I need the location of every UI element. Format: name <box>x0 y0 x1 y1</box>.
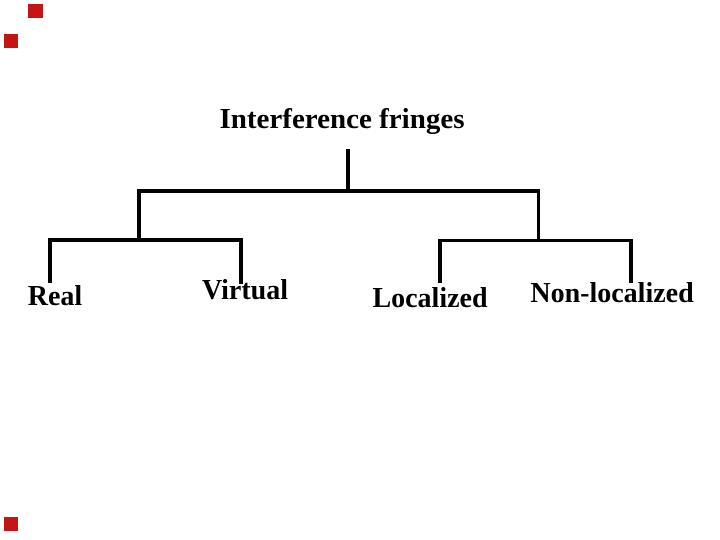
node-label-real: Real <box>27 281 83 312</box>
corner-decoration-square-top-upper <box>28 4 43 18</box>
connector-title-stem <box>346 149 350 193</box>
corner-decoration-square-bottom <box>4 517 18 531</box>
connector-left-branch-drop <box>137 189 141 242</box>
connector-main-horizontal <box>137 189 540 193</box>
connector-left-branch-horizontal <box>48 238 243 242</box>
connector-tick-virtual <box>239 238 243 284</box>
connector-tick-non-localized <box>629 239 633 283</box>
corner-decoration-square-top-lower <box>4 34 18 48</box>
node-label-non-localized: Non-localized <box>530 278 694 309</box>
diagram-root-title: Interference fringes <box>219 103 465 135</box>
connector-right-branch-drop <box>537 189 540 242</box>
connector-tick-localized <box>438 239 442 283</box>
node-label-virtual: Virtual <box>201 275 289 306</box>
node-label-localized: Localized <box>372 283 488 314</box>
connector-tick-real <box>48 238 52 283</box>
connector-right-branch-horizontal <box>438 239 633 242</box>
